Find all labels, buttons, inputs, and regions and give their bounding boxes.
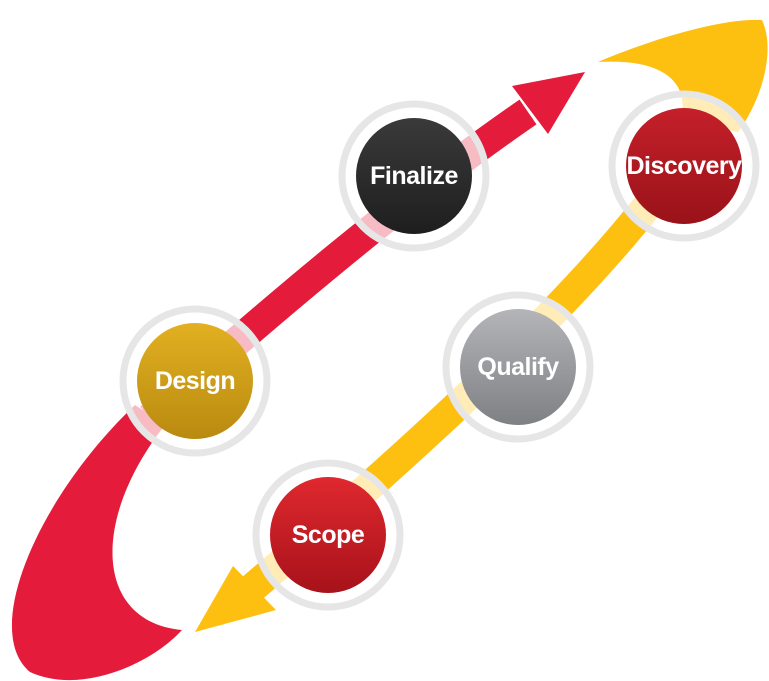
stage-label: Scope bbox=[292, 521, 365, 549]
stage-label: Design bbox=[155, 367, 235, 395]
stage-finalize: Finalize bbox=[338, 100, 490, 252]
stage-label: Discovery bbox=[626, 152, 742, 180]
stage-label: Finalize bbox=[370, 162, 458, 190]
red-arrow-swoosh bbox=[11, 405, 183, 681]
red-arrowhead-icon bbox=[512, 72, 585, 134]
stage-design: Design bbox=[119, 305, 271, 457]
stage-scope: Scope bbox=[252, 459, 404, 611]
yellow-arrowhead-icon bbox=[195, 566, 276, 632]
stage-label: Qualify bbox=[477, 353, 559, 381]
stage-discovery: Discovery bbox=[608, 90, 760, 242]
stage-qualify: Qualify bbox=[442, 291, 594, 443]
